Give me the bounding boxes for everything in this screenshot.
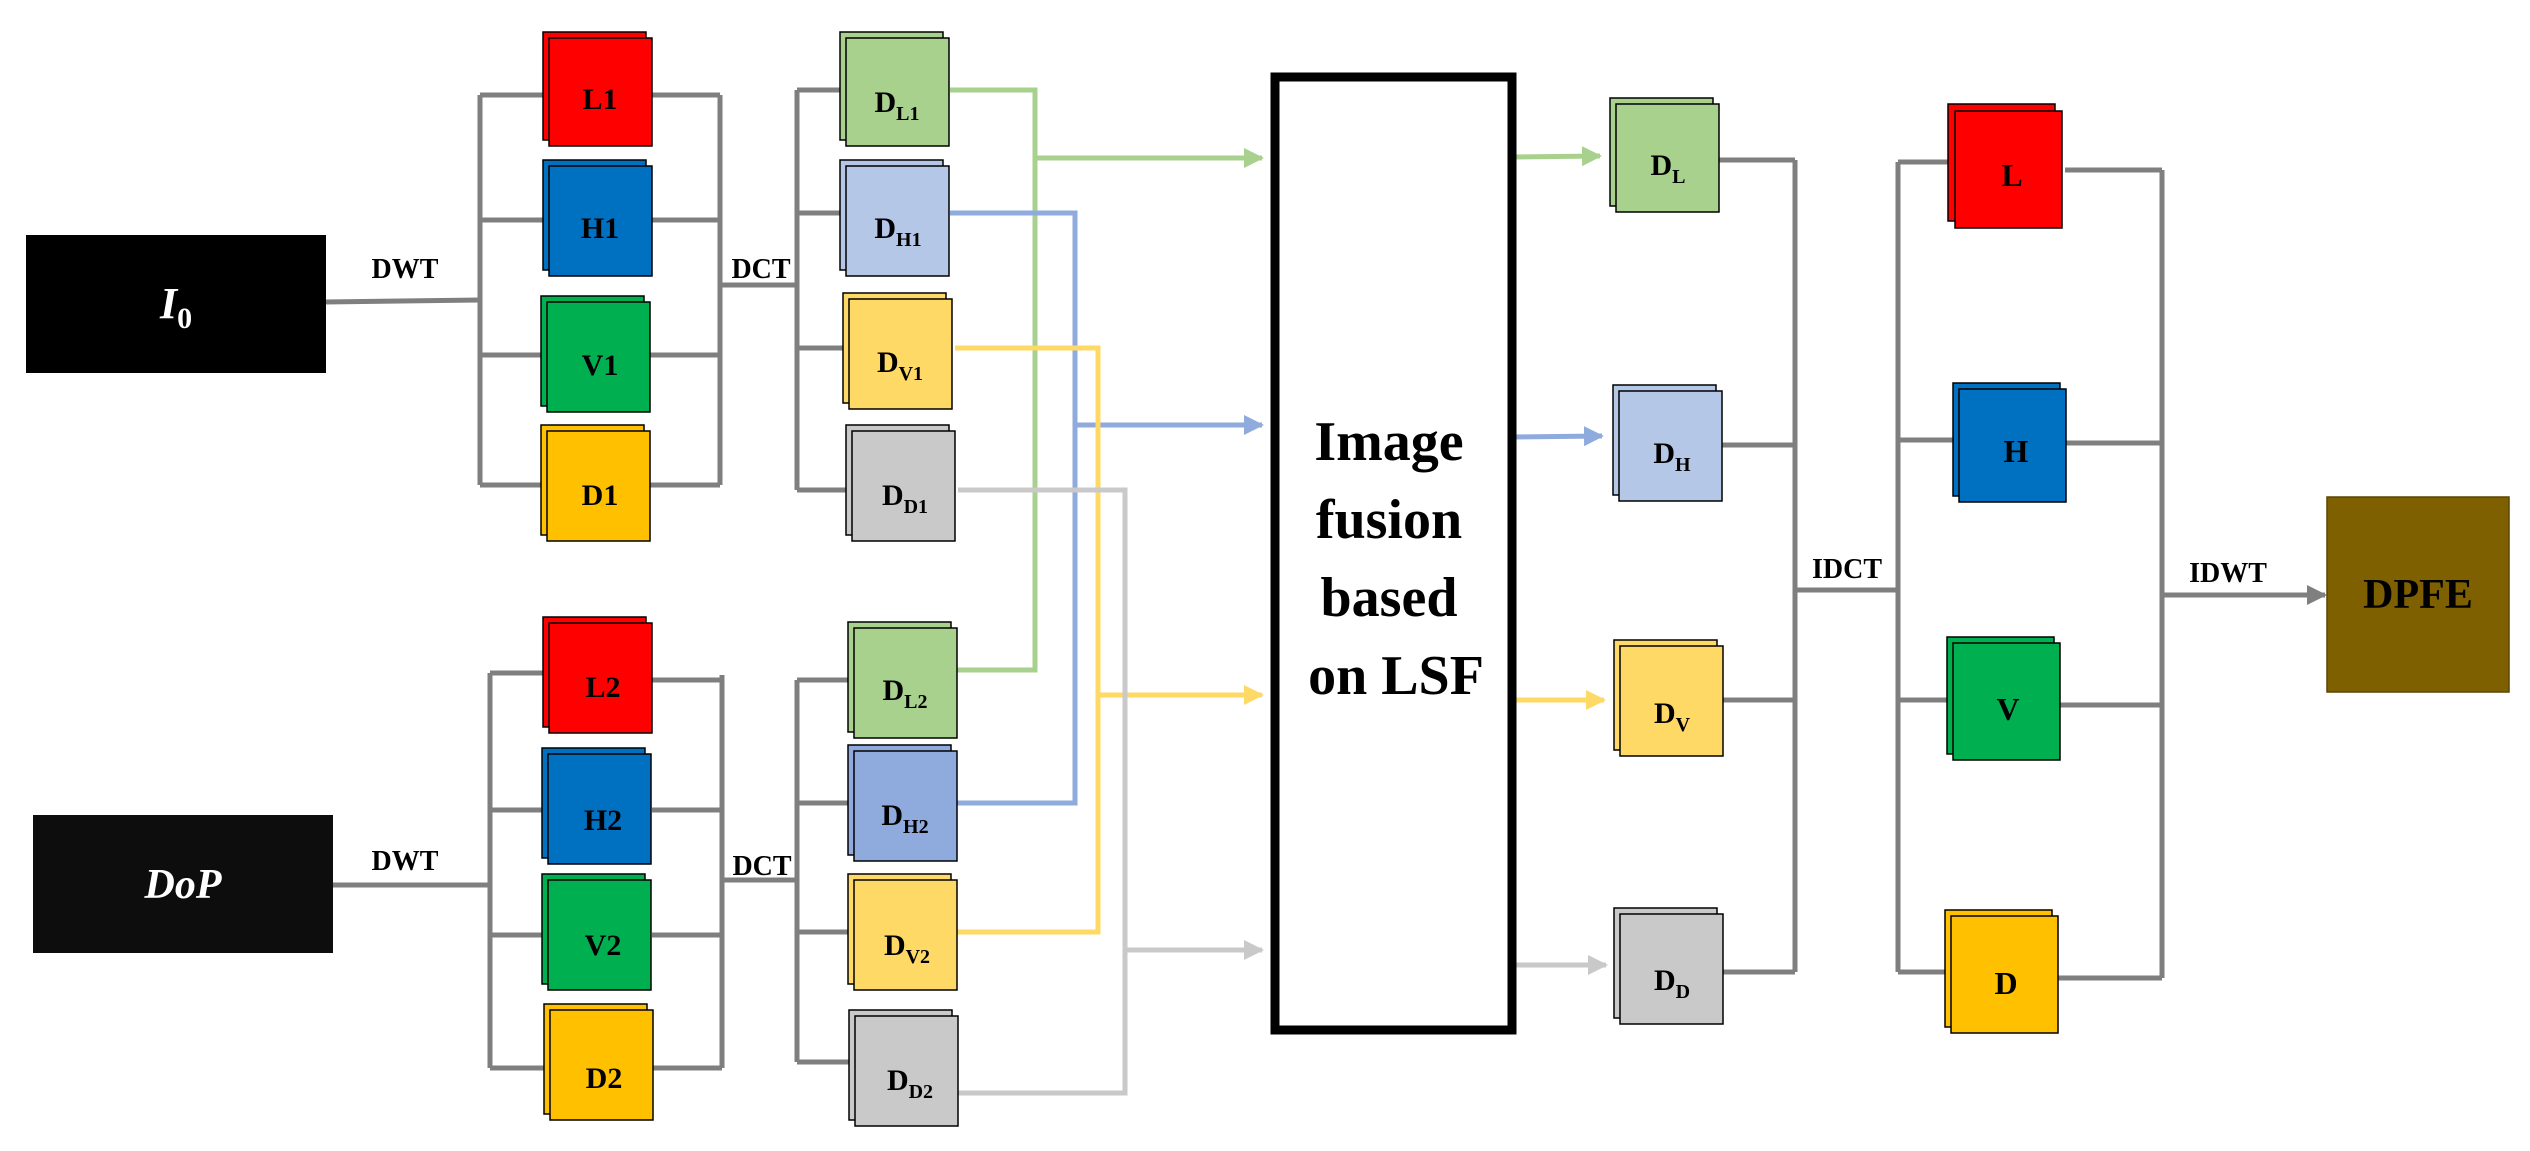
svg-text:DD2: DD2 [887,1064,933,1103]
svg-text:V1: V1 [582,349,619,382]
flow-line-l1 [950,87,1038,158]
svg-text:H1: H1 [581,212,619,245]
dct-tile-dd2: DD2 [848,1009,959,1127]
dwt-label-top: DWT [372,254,439,285]
svg-text:DV1: DV1 [877,346,923,385]
svg-text:V2: V2 [585,929,622,962]
dct-label-top: DCT [731,254,790,285]
svg-text:DH1: DH1 [874,212,921,251]
flow-line-d2 [958,940,1264,1096]
svg-text:DH2: DH2 [881,799,928,838]
svg-text:D2: D2 [586,1062,623,1095]
svg-text:H2: H2 [584,804,622,837]
svg-text:L: L [2001,157,2022,193]
flow-line-h2 [955,415,1264,806]
fused-tile-dh: DH [1612,384,1723,502]
i0-label: I0 [159,279,192,335]
subband-tile-l1: L1 [542,31,653,147]
dop-label: DoP [144,862,222,908]
svg-text:L2: L2 [585,671,620,704]
flow-line-d1 [958,487,1128,950]
dct-tile-dh2: DH2 [847,744,958,862]
i0-input-box [26,235,326,373]
svg-text:DL2: DL2 [882,674,927,713]
svg-text:D1: D1 [582,479,619,512]
fusion-label: Image fusion based on LSF [1308,411,1484,707]
subband-tile-d1: D1 [540,424,651,542]
connector-lines [324,87,2327,1071]
dct-tile-dl2: DL2 [847,621,958,739]
flow-line-h1 [950,210,1078,425]
fusion-block [1270,72,1517,1035]
subband-tile-h1: H1 [542,159,653,277]
dop-input-box [33,815,333,953]
svg-text:DV: DV [1654,697,1691,736]
fused-arrow-l [1511,146,1602,167]
dct-tile-dv2: DV2 [847,873,958,991]
idwt-label: IDWT [2189,558,2267,589]
svg-text:L1: L1 [582,83,617,116]
svg-text:DD: DD [1654,964,1690,1003]
dct-label-bottom: DCT [732,851,791,882]
dpfe-label: DPFE [2363,572,2473,618]
svg-text:DL1: DL1 [874,86,919,125]
fused-tile-dl: DL [1609,97,1720,213]
dwt-label-bottom: DWT [372,846,439,877]
dpfe-output-box [2326,496,2510,693]
fused-arrow-h [1511,426,1604,447]
svg-text:DD1: DD1 [882,479,928,518]
flow-lines [950,87,1608,1096]
dct-tile-dd1: DD1 [845,424,956,542]
dct-tile-dl1: DL1 [839,31,950,147]
flow-line-l2 [955,148,1264,673]
svg-text:DH: DH [1653,437,1691,476]
svg-text:D: D [1994,965,2017,1001]
fused-tile-dv: DV [1613,639,1724,757]
svg-text:DV2: DV2 [884,929,930,968]
subband-tile-v1: V1 [540,295,651,413]
recon-tile-v: V [1946,636,2061,761]
recon-tile-l: L [1947,103,2063,229]
svg-text:V: V [1996,691,2019,727]
flow-line-v1 [955,345,1101,695]
recon-tile-h: H [1952,382,2067,503]
subband-tile-l2: L2 [542,616,653,734]
subband-tile-d2: D2 [543,1003,654,1121]
idct-label: IDCT [1812,554,1882,585]
fused-tile-dd: DD [1613,907,1724,1025]
recon-tile-d: D [1944,909,2059,1034]
svg-text:H: H [2004,433,2029,469]
svg-text:DL: DL [1650,149,1685,188]
dwt-connector-top [324,297,481,305]
dct-tile-dh1: DH1 [839,159,950,277]
subband-tile-v2: V2 [541,873,652,991]
flow-line-v2 [955,685,1264,935]
subband-tile-h2: H2 [541,747,652,865]
dct-tile-dv1: DV1 [842,292,953,410]
